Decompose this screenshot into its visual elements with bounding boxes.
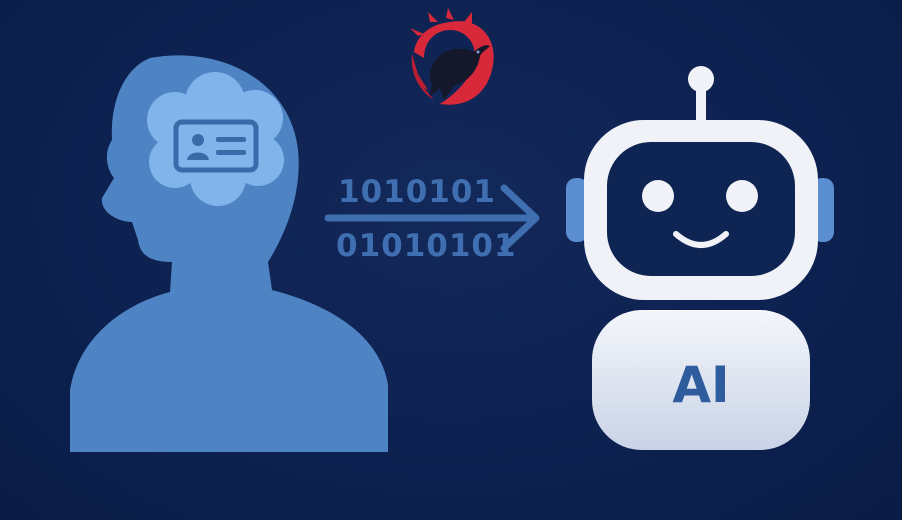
robot-head-icon xyxy=(584,120,818,300)
binary-text-line-2: 01010101 xyxy=(336,228,517,264)
person-silhouette-icon xyxy=(70,55,388,452)
robot-body-icon xyxy=(592,310,810,450)
robot-ai-label: AI xyxy=(672,356,730,414)
robot-antenna-icon xyxy=(688,66,714,124)
id-card-icon xyxy=(173,119,259,173)
binary-text-line-1: 1010101 xyxy=(338,174,496,210)
right-arrow-icon xyxy=(324,184,540,252)
raven-logo-icon xyxy=(410,8,494,105)
thought-cloud-icon xyxy=(147,72,284,206)
